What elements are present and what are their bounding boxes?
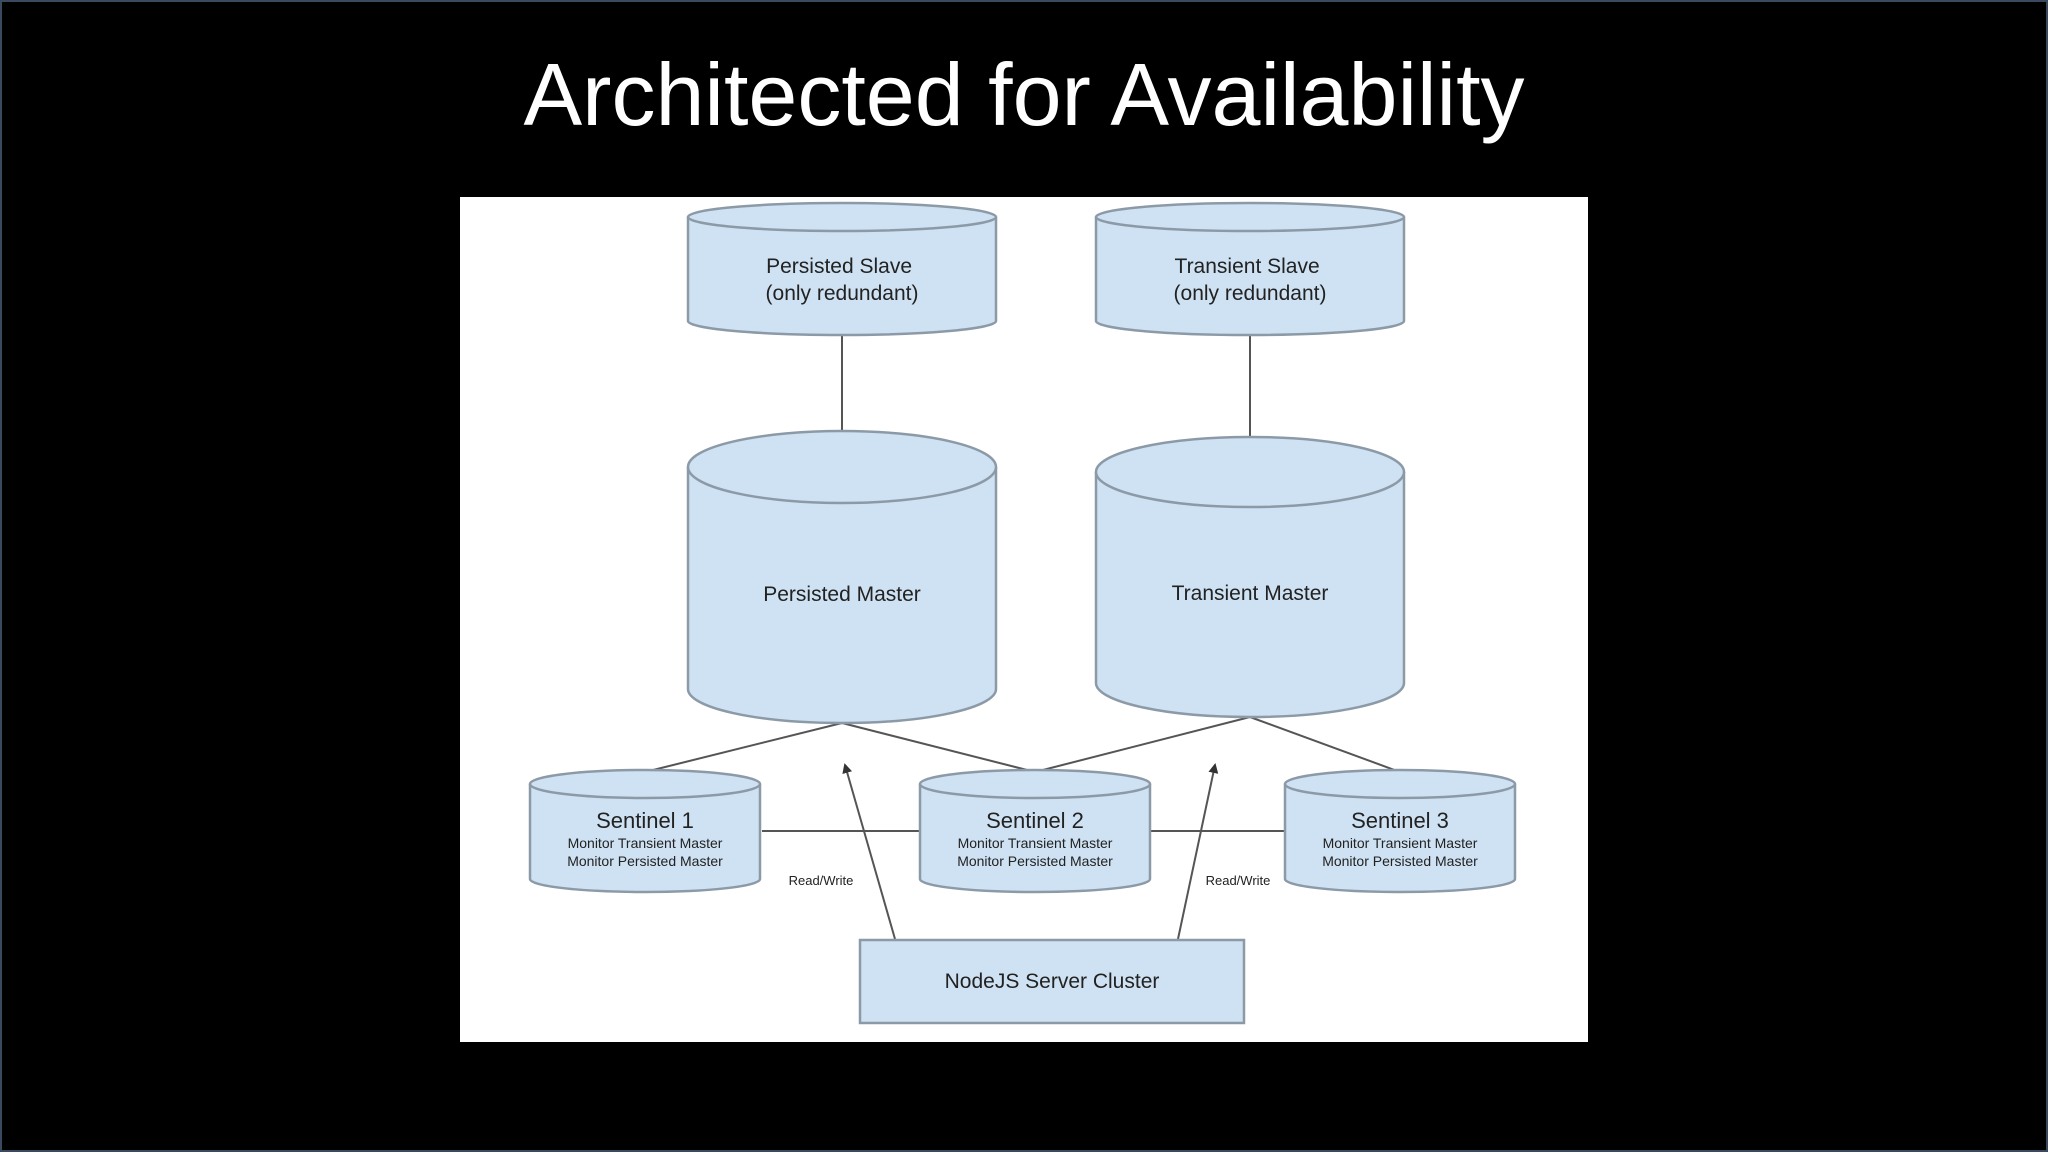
- transient-master-cylinder: Transient Master: [1094, 435, 1406, 719]
- diagram-panel: Persisted Slave (only redundant) Transie…: [460, 197, 1588, 1042]
- read-write-label-left: Read/Write: [789, 873, 854, 888]
- persisted-slave-label: Persisted Slave (only redundant): [766, 255, 919, 305]
- connector-transient-master-sentinel-3: [1249, 716, 1401, 773]
- persisted-slave-cylinder: Persisted Slave (only redundant): [686, 201, 998, 337]
- persisted-master-label: Persisted Master: [763, 583, 921, 606]
- transient-slave-line1: Transient Slave: [1175, 255, 1320, 278]
- read-write-arrow-left: [842, 763, 896, 940]
- sentinel-2-line1: Monitor Transient Master: [958, 835, 1113, 851]
- slide-title: Architected for Availability: [523, 45, 1525, 144]
- sentinel-3-line2: Monitor Persisted Master: [1322, 853, 1478, 869]
- transient-slave-cylinder: Transient Slave (only redundant): [1094, 201, 1406, 337]
- read-write-arrow-right: [1177, 763, 1219, 940]
- sentinel-2-line2: Monitor Persisted Master: [957, 853, 1113, 869]
- persisted-master-cylinder: Persisted Master: [686, 429, 998, 725]
- sentinel-1-line2: Monitor Persisted Master: [567, 853, 723, 869]
- sentinel-3-line1: Monitor Transient Master: [1323, 835, 1478, 851]
- persisted-slave-line1: Persisted Slave: [766, 255, 912, 278]
- sentinel-1-cylinder: Sentinel 1 Monitor Transient Master Moni…: [528, 768, 762, 894]
- nodejs-cluster-box: NodeJS Server Cluster: [858, 938, 1246, 1025]
- connector-persisted-master-sentinel-2: [841, 722, 1036, 773]
- persisted-slave-line2: (only redundant): [766, 282, 919, 305]
- architecture-diagram: Persisted Slave (only redundant) Transie…: [528, 201, 1517, 1025]
- connector-transient-master-sentinel-2: [1034, 716, 1251, 773]
- sentinel-3-cylinder: Sentinel 3 Monitor Transient Master Moni…: [1283, 768, 1517, 894]
- sentinel-1-line1: Monitor Transient Master: [568, 835, 723, 851]
- sentinel-3-name: Sentinel 3: [1351, 808, 1449, 833]
- sentinel-2-cylinder: Sentinel 2 Monitor Transient Master Moni…: [918, 768, 1152, 894]
- transient-slave-label: Transient Slave (only redundant): [1174, 255, 1327, 305]
- transient-slave-line2: (only redundant): [1174, 282, 1327, 305]
- sentinel-2-name: Sentinel 2: [986, 808, 1084, 833]
- connectors: [644, 331, 1401, 940]
- sentinel-1-name: Sentinel 1: [596, 808, 694, 833]
- transient-master-label: Transient Master: [1172, 582, 1329, 605]
- read-write-label-right: Read/Write: [1206, 873, 1271, 888]
- connector-persisted-master-sentinel-1: [644, 722, 843, 773]
- nodejs-cluster-label: NodeJS Server Cluster: [945, 970, 1160, 993]
